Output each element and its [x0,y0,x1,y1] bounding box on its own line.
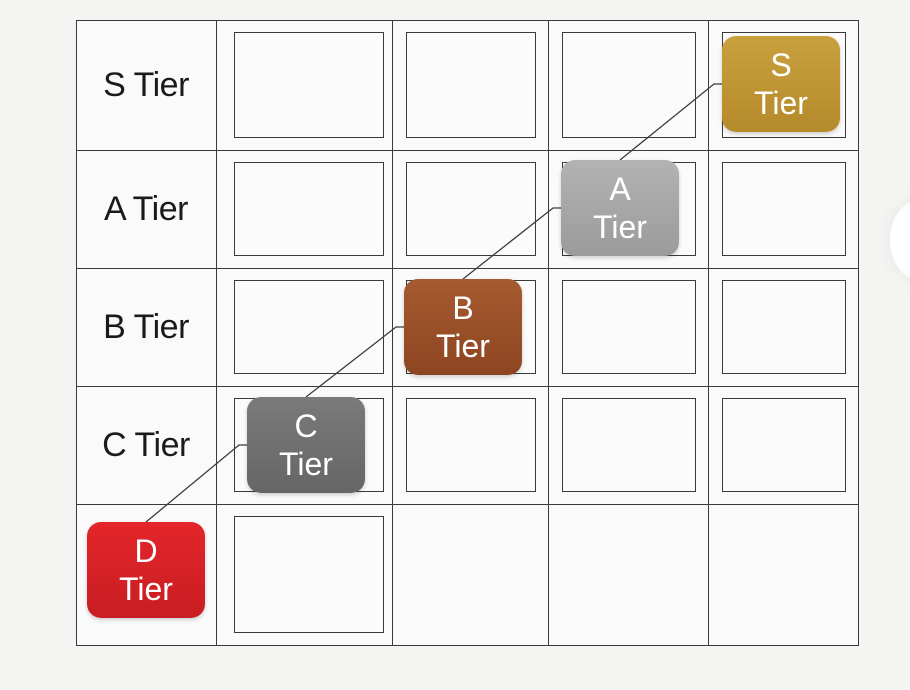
badge-letter: D [134,533,158,569]
slot-box[interactable] [562,398,696,492]
slot-box[interactable] [406,398,536,492]
grid-cell [392,504,549,646]
badge-letter: C [294,408,318,444]
grid-cell [76,268,217,387]
badge-word: Tier [593,209,647,245]
badge-letter: B [452,290,474,326]
badge-word: Tier [436,328,490,364]
grid-cell [76,20,217,151]
edge-highlight [890,200,910,280]
slot-box[interactable] [234,280,384,374]
slot-box[interactable] [234,516,384,633]
slot-box[interactable] [234,32,384,138]
row-label: A Tier [104,189,188,228]
slot-box[interactable] [722,398,846,492]
row-label: C Tier [102,425,190,464]
slot-box[interactable] [562,280,696,374]
slot-box[interactable] [406,162,536,256]
grid-cell [76,150,217,269]
slot-box[interactable] [406,32,536,138]
slot-box[interactable] [722,280,846,374]
slot-box[interactable] [562,32,696,138]
badge-word: Tier [279,446,333,482]
slot-box[interactable] [234,162,384,256]
grid-cell [708,504,859,646]
badge-word: Tier [754,85,808,121]
slot-box[interactable] [722,162,846,256]
badge-word: Tier [119,571,173,607]
badge-letter: S [770,47,792,83]
badge-letter: A [609,171,631,207]
row-label: S Tier [103,65,189,104]
row-label: B Tier [103,307,189,346]
grid-cell [548,504,709,646]
